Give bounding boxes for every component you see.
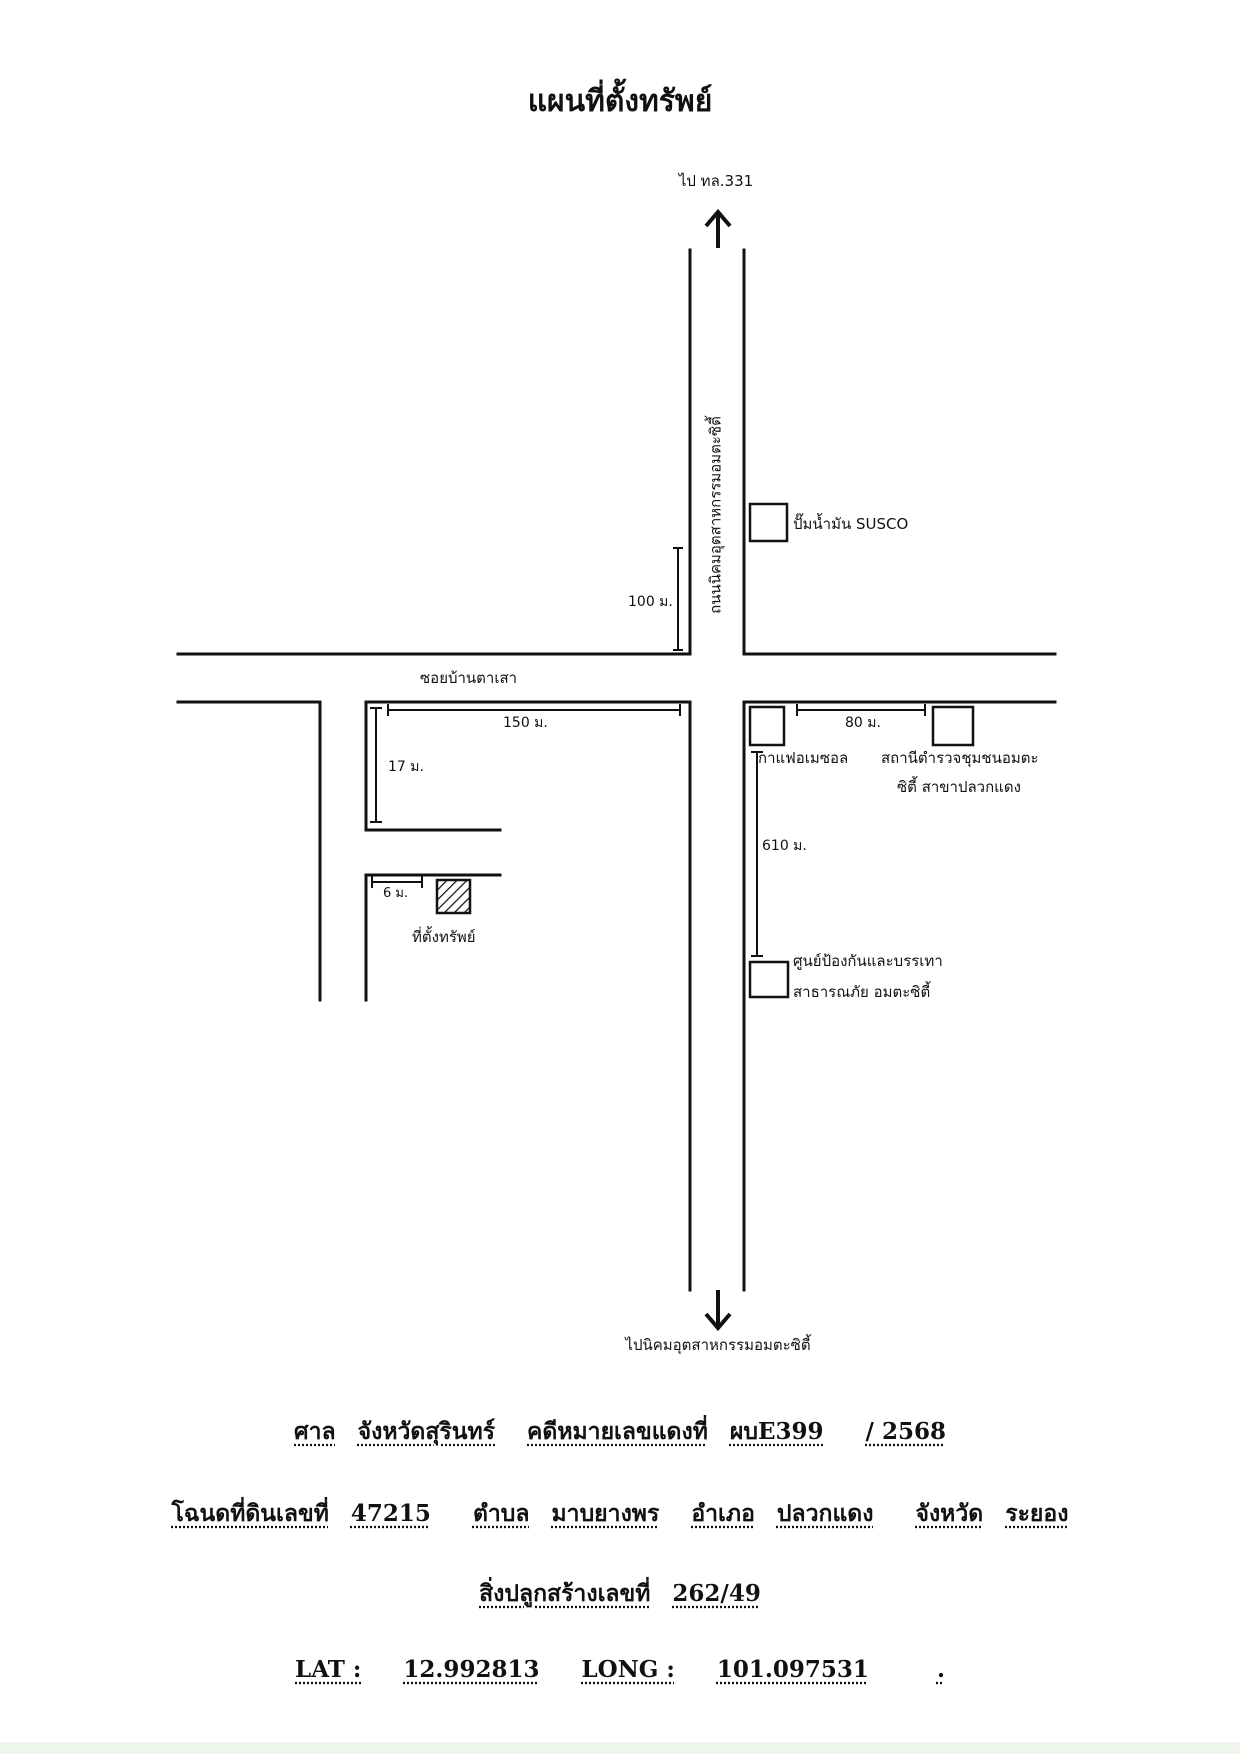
north-destination-label: ไป ทล.331 bbox=[678, 172, 753, 190]
building-label: สิ่งปลูกสร้างเลขที่ bbox=[479, 1580, 651, 1607]
district-label: อำเภอ bbox=[691, 1500, 755, 1527]
deed-label: โฉนดที่ดินเลขที่ bbox=[171, 1500, 329, 1527]
building-number: 262/49 bbox=[672, 1580, 761, 1607]
coordinates-line: LAT : 12.992813 LONG : 101.097531 . bbox=[0, 1656, 1240, 1683]
police-label-line1: สถานีตำรวจชุมชนอมตะ bbox=[881, 749, 1039, 768]
page-title: แผนที่ตั้งทรัพย์ bbox=[527, 84, 713, 119]
building-line: สิ่งปลูกสร้างเลขที่ 262/49 bbox=[0, 1576, 1240, 1612]
disaster-landmark-box bbox=[748, 960, 790, 999]
cafe-label: กาแฟอเมซอล bbox=[758, 749, 848, 767]
court-label: ศาล bbox=[294, 1418, 336, 1445]
court-case-line: ศาล จังหวัดสุรินทร์ คดีหมายเลขแดงที่ ผบE… bbox=[0, 1414, 1240, 1450]
dimension-17m bbox=[370, 707, 382, 823]
coordinates-end-dot: . bbox=[936, 1656, 945, 1683]
police-label-line2: ซิตี้ สาขาปลวกแดง bbox=[897, 776, 1021, 796]
subdistrict-value: มาบยางพร bbox=[551, 1500, 660, 1527]
susco-label: ปั๊มน้ำมัน SUSCO bbox=[793, 513, 908, 533]
deed-number: 47215 bbox=[350, 1500, 431, 1527]
case-year: / 2568 bbox=[865, 1418, 946, 1445]
lat-value: 12.992813 bbox=[403, 1656, 540, 1683]
main-road-label: ถนนนิคมอุตสาหกรรมอมตะซิตี้ bbox=[705, 415, 726, 614]
property-marker bbox=[435, 878, 472, 915]
distance-6m-label: 6 ม. bbox=[383, 886, 408, 901]
property-label: ที่ตั้งทรัพย์ bbox=[412, 926, 476, 946]
dimension-80m bbox=[796, 704, 926, 716]
cafe-landmark-box bbox=[748, 705, 786, 747]
long-value: 101.097531 bbox=[716, 1656, 869, 1683]
susco-landmark-box bbox=[748, 502, 789, 543]
deed-line: โฉนดที่ดินเลขที่ 47215 ตำบล มาบยางพร อำเ… bbox=[0, 1496, 1240, 1532]
south-arrow-icon bbox=[704, 1290, 732, 1332]
dimension-150m bbox=[387, 704, 681, 716]
north-arrow-icon bbox=[704, 208, 732, 248]
location-map: ไป ทล.331 ไปนิคมอุตสาหกรรมอมตะซิตี้ ถนนน… bbox=[176, 172, 1057, 1355]
case-label: คดีหมายเลขแดงที่ bbox=[527, 1418, 708, 1445]
long-label: LONG : bbox=[581, 1656, 675, 1683]
distance-150m-label: 150 ม. bbox=[503, 715, 548, 731]
lat-label: LAT : bbox=[295, 1656, 362, 1683]
side-road-label: ซอยบ้านตาเสา bbox=[420, 669, 517, 687]
scan-bottom-band bbox=[0, 1742, 1240, 1754]
subdistrict-label: ตำบล bbox=[472, 1500, 530, 1527]
district-value: ปลวกแดง bbox=[776, 1500, 874, 1527]
police-landmark-box bbox=[931, 705, 975, 747]
distance-80m-label: 80 ม. bbox=[845, 715, 881, 731]
dimension-610m bbox=[751, 751, 763, 957]
disaster-label-line1: ศูนย์ป้องกันและบรรเทา bbox=[793, 952, 943, 970]
distance-17m-label: 17 ม. bbox=[388, 759, 424, 775]
case-number: ผบE399 bbox=[729, 1418, 824, 1445]
disaster-label-line2: สาธารณภัย อมตะซิตี้ bbox=[793, 981, 931, 1001]
province-value: ระยอง bbox=[1005, 1500, 1069, 1527]
south-destination-label: ไปนิคมอุตสาหกรรมอมตะซิตี้ bbox=[624, 1334, 811, 1355]
distance-610m-label: 610 ม. bbox=[762, 838, 807, 854]
distance-100m-label: 100 ม. bbox=[628, 594, 673, 610]
dimension-100m bbox=[673, 547, 683, 651]
dimension-6m bbox=[371, 876, 423, 888]
court-value: จังหวัดสุรินทร์ bbox=[357, 1418, 495, 1445]
province-label: จังหวัด bbox=[915, 1500, 984, 1527]
